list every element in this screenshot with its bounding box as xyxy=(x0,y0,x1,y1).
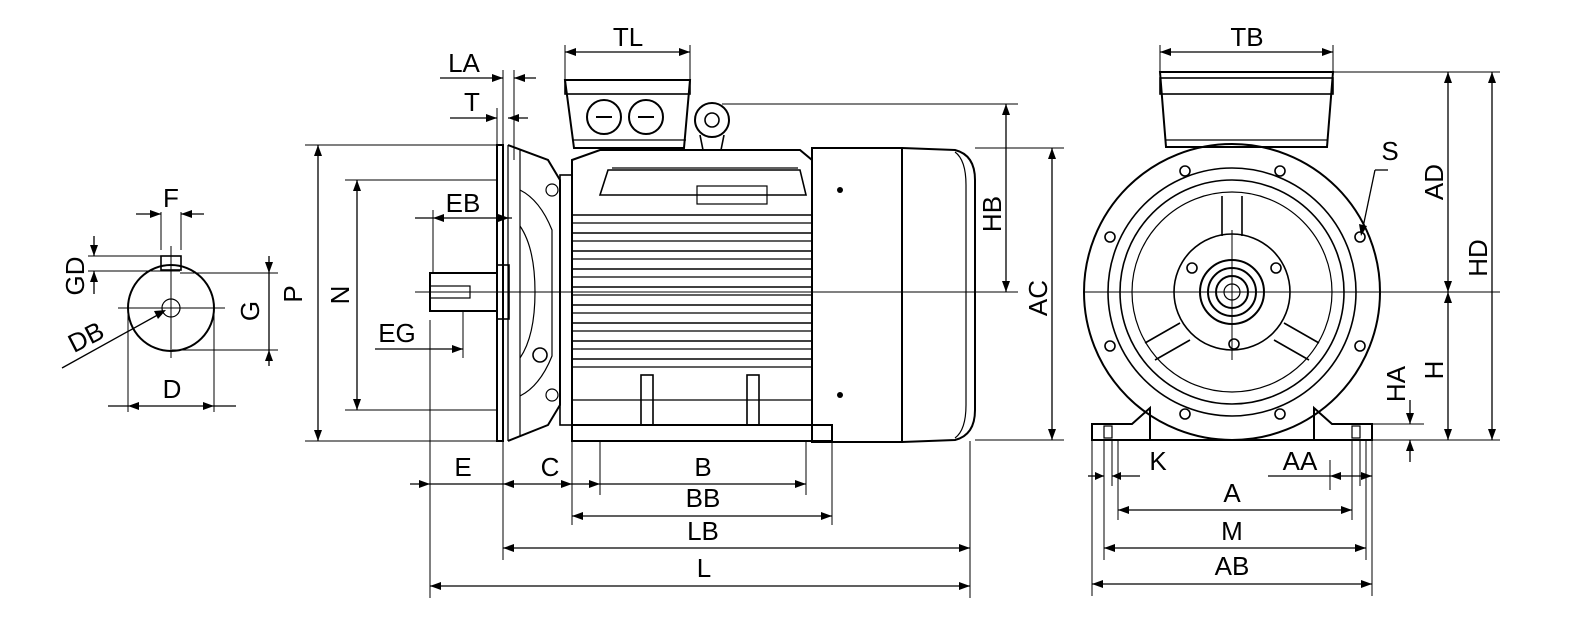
label-a: A xyxy=(1223,478,1241,508)
label-eb: EB xyxy=(446,188,481,218)
flange-bolt-holes xyxy=(1104,165,1366,420)
label-hd: HD xyxy=(1463,239,1493,277)
label-db: DB xyxy=(63,315,109,358)
label-g: G xyxy=(235,301,265,321)
shaft-section-view: F GD DB G D xyxy=(60,183,278,412)
label-c: C xyxy=(541,452,560,482)
label-s: S xyxy=(1381,136,1398,166)
cable-gland-1 xyxy=(586,99,622,135)
label-m: M xyxy=(1221,516,1243,546)
label-eg: EG xyxy=(378,318,416,348)
label-b: B xyxy=(694,452,711,482)
label-ad: AD xyxy=(1419,164,1449,200)
label-k: K xyxy=(1149,446,1167,476)
lifting-eye xyxy=(694,102,730,138)
label-bb: BB xyxy=(686,483,721,513)
label-d: D xyxy=(163,374,182,404)
label-ac: AC xyxy=(1023,280,1053,316)
label-n: N xyxy=(325,286,355,305)
label-ab: AB xyxy=(1215,551,1250,581)
front-terminal-box xyxy=(1158,71,1335,148)
label-f: F xyxy=(163,183,179,213)
cable-gland-2 xyxy=(628,99,664,135)
label-tl: TL xyxy=(613,22,643,52)
front-view: TB AD H HD HA S xyxy=(1083,22,1500,596)
label-lb: LB xyxy=(687,516,719,546)
label-tb: TB xyxy=(1230,22,1263,52)
label-aa: AA xyxy=(1283,446,1318,476)
label-e: E xyxy=(454,452,471,482)
label-la: LA xyxy=(448,48,480,78)
cooling-fins xyxy=(572,214,812,368)
label-h: H xyxy=(1419,361,1449,380)
fan-cover xyxy=(811,147,903,443)
label-l: L xyxy=(697,553,711,583)
label-ha: HA xyxy=(1381,365,1411,402)
side-view: TL LA T P N EB xyxy=(278,22,1064,598)
label-p: P xyxy=(278,285,308,302)
label-hb: HB xyxy=(977,196,1007,232)
label-gd: GD xyxy=(60,257,90,296)
terminal-box xyxy=(563,79,692,149)
foot-base xyxy=(571,424,833,442)
label-t: T xyxy=(464,87,480,117)
